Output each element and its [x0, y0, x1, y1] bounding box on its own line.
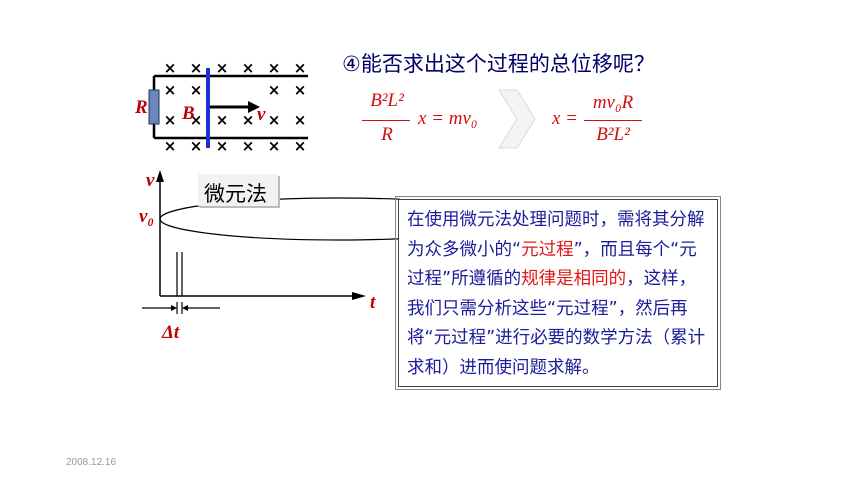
explanation-highlight-1: 元过程 [521, 239, 574, 260]
eq1-numerator: B²L² [370, 90, 404, 111]
explanation-box: 在使用微元法处理问题时，需将其分解为众多微小的“元过程”，而且每个“元过程”所遵… [395, 196, 721, 390]
y-axis-label: v [146, 170, 155, 191]
slide-date: 2008.12.16 [66, 457, 117, 468]
explanation-text-2: ”，而且每个“元过程”所遵循的 [407, 239, 697, 290]
magnetic-field-crosses: × × × × × × × × × × × × × × × × × × × × × × [164, 60, 307, 155]
field-cross-icon: × [190, 81, 203, 99]
field-cross-icon: × [190, 60, 203, 77]
field-cross-icon: × [268, 111, 281, 129]
explanation-text-1: 在使用微元法处理问题时，需将其分解为众多微小的“ [407, 210, 705, 260]
field-cross-icon: × [216, 60, 229, 77]
circuit-diagram: × × × × × × × × × × × × × × × × × × × × × × [148, 60, 308, 155]
method-label: 微元法 [198, 174, 278, 206]
field-cross-icon: × [242, 137, 255, 155]
resistor [148, 89, 160, 125]
field-cross-icon: × [294, 81, 307, 99]
eq1-rhs: x = mv₀ [418, 108, 478, 129]
field-cross-icon: × [190, 137, 203, 155]
vt-graph [142, 170, 400, 314]
eq2-fraction-bar [584, 120, 642, 121]
velocity-label: v [257, 104, 266, 125]
field-cross-icon: × [164, 81, 177, 99]
x-axis-label: t [370, 292, 376, 313]
field-cross-icon: × [268, 137, 281, 155]
field-cross-icon: × [294, 111, 307, 129]
field-cross-icon: × [242, 111, 255, 129]
dt-label: Δt [162, 322, 180, 343]
x-axis-arrow-icon [352, 292, 366, 300]
eq1-denominator: R [381, 124, 393, 145]
velocity-arrow-icon [248, 101, 260, 113]
y-axis-arrow-icon [156, 170, 164, 182]
eq2-denominator: B²L² [596, 124, 630, 145]
highlight-ellipse [159, 197, 400, 241]
field-cross-icon: × [164, 111, 177, 129]
field-cross-icon: × [216, 137, 229, 155]
field-cross-icon: × [294, 60, 307, 77]
chevron-right-icon [498, 89, 536, 149]
explanation-text-3: ，这样，我们只需分析这些“元过程”，然后再将“元过程”进行必要的数学方法（累计求… [407, 269, 706, 378]
v0-label: v₀ [139, 206, 155, 227]
field-label: B [182, 103, 195, 124]
field-cross-icon: × [190, 111, 203, 129]
explanation-highlight-2: 规律是相同的 [521, 269, 627, 289]
field-cross-icon: × [242, 60, 255, 77]
resistor-label: R [135, 97, 148, 118]
field-cross-icon: × [294, 137, 307, 155]
field-cross-icon: × [268, 60, 281, 77]
eq2-lhs: x = [552, 108, 579, 129]
eq2-numerator: mv₀R [592, 92, 634, 113]
field-cross-icon: × [164, 137, 177, 155]
field-cross-icon: × [268, 81, 281, 99]
field-cross-icon: × [216, 111, 229, 129]
eq1-fraction-bar [362, 120, 410, 121]
field-cross-icon: × [164, 60, 177, 77]
question-heading: ④能否求出这个过程的总位移呢？ [342, 52, 655, 76]
